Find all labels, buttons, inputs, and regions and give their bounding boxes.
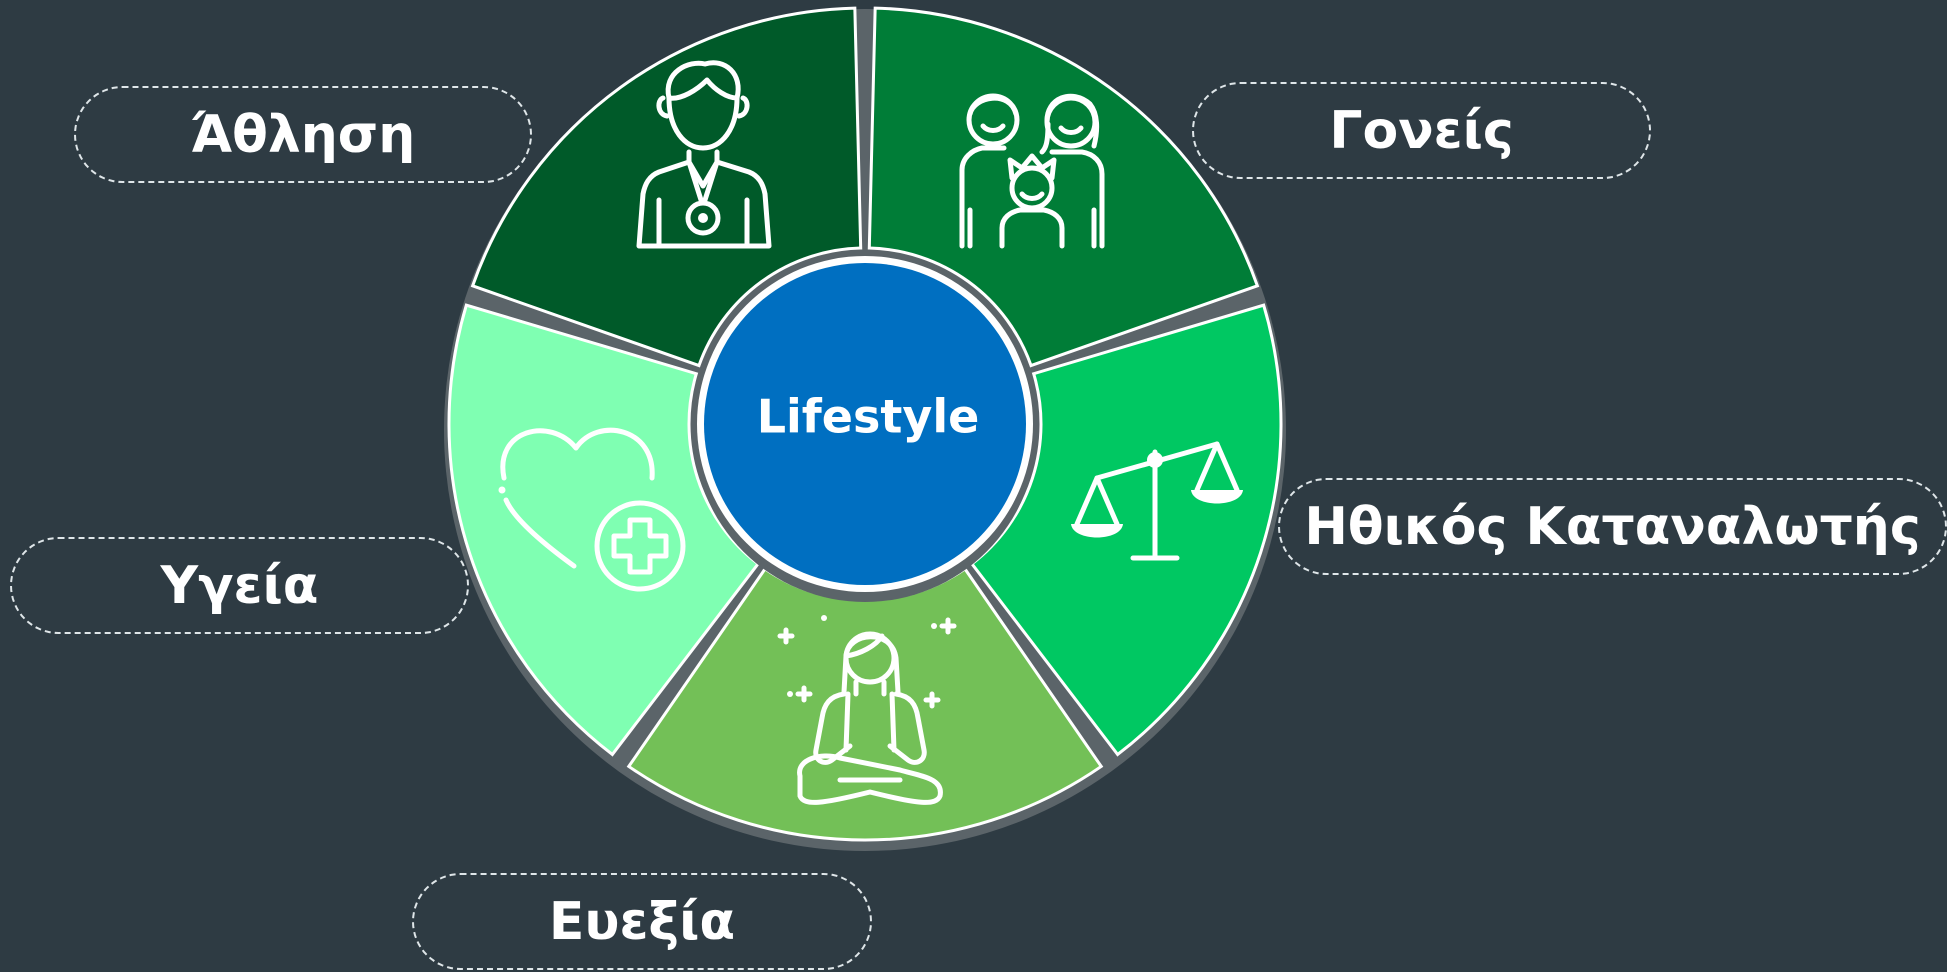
meditation-icon bbox=[777, 615, 957, 805]
label-athlisi: Άθληση bbox=[74, 86, 532, 183]
heart-plus-icon bbox=[498, 427, 686, 592]
segment-4 bbox=[447, 303, 761, 757]
center-disc bbox=[704, 263, 1026, 585]
label-eveksia: Ευεξία bbox=[412, 873, 872, 970]
label-goneis: Γονείς bbox=[1192, 82, 1651, 179]
center-label: Lifestyle bbox=[757, 390, 980, 444]
athlete-with-medal-icon bbox=[636, 60, 772, 249]
label-athlisi-text: Άθληση bbox=[190, 104, 416, 165]
label-ygeia: Υγεία bbox=[10, 537, 469, 634]
label-ithikos-katanalotis: Ηθικός Καταναλωτής bbox=[1278, 478, 1947, 575]
segment-0 bbox=[470, 6, 863, 368]
label-ygeia-text: Υγεία bbox=[160, 555, 319, 616]
segment-2 bbox=[969, 303, 1283, 757]
segment-layer bbox=[447, 6, 1283, 842]
family-icon bbox=[959, 93, 1105, 249]
label-ithikos-katanalotis-text: Ηθικός Καταναλωτής bbox=[1304, 496, 1921, 557]
segment-1 bbox=[867, 6, 1260, 368]
label-eveksia-text: Ευεξία bbox=[548, 891, 736, 952]
balance-scale-icon bbox=[1071, 441, 1243, 561]
label-goneis-text: Γονείς bbox=[1329, 100, 1514, 161]
